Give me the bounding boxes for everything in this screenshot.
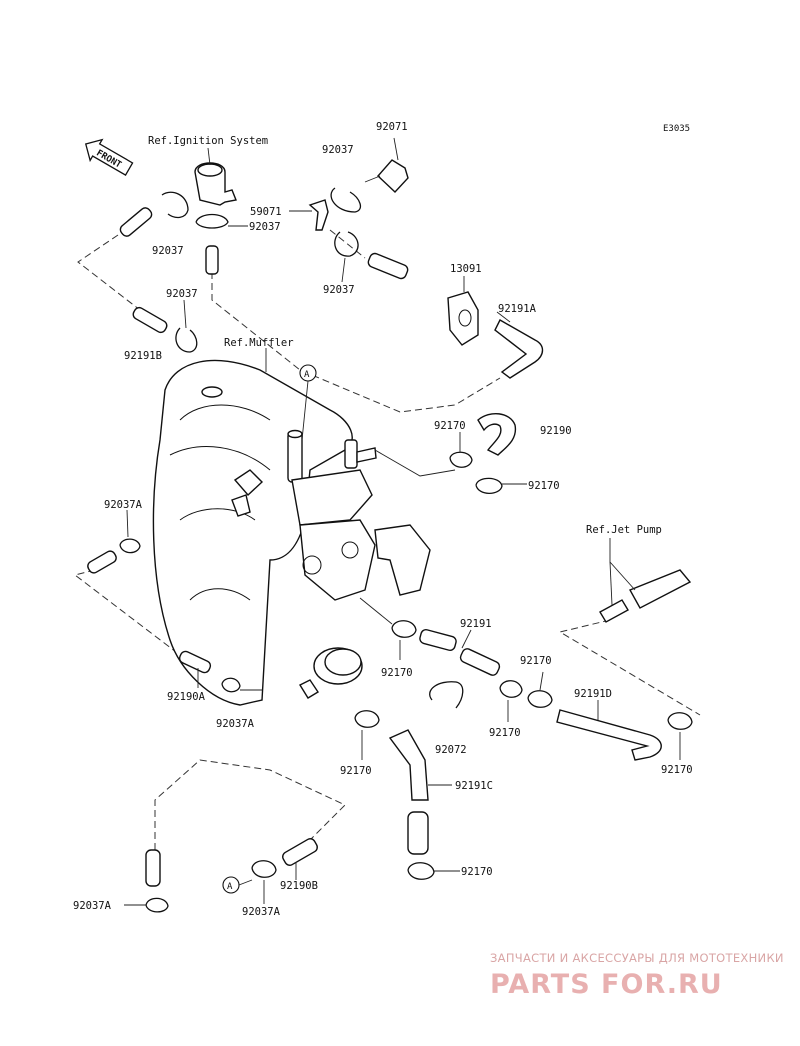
clamp-92037A-b: [221, 677, 241, 693]
hose-92190B: [282, 838, 318, 866]
clamp-92170-b: [475, 477, 503, 495]
jet-pump-fitting: [599, 538, 692, 623]
marker-a-top: A: [299, 364, 317, 441]
clamp-92037-mid: [334, 231, 359, 257]
part-label-92037-b: 92037: [166, 288, 198, 300]
clamp-92170-h: [407, 862, 435, 880]
hose-92190A: [178, 650, 212, 674]
clamp-92037-b: [175, 327, 198, 353]
hose-92191: [419, 629, 501, 676]
hose-upper-right: [367, 252, 409, 280]
part-label-92190: 92190: [540, 425, 572, 437]
part-label-92037A-c: 92037A: [73, 900, 112, 912]
part-label-92170-e: 92170: [489, 727, 521, 739]
part-label-92190A: 92190A: [167, 691, 206, 703]
part-label-92170-d: 92170: [520, 655, 552, 667]
hose-left-mid: [87, 550, 117, 574]
part-label-92191: 92191: [460, 618, 492, 630]
part-label-92037-top: 92037: [322, 144, 354, 156]
hose-short-vertical: [205, 245, 219, 275]
part-label-92191D: 92191D: [574, 688, 612, 700]
part-label-13091: 13091: [450, 263, 482, 275]
part-label-92170-f: 92170: [661, 764, 693, 776]
ref-ignition-system: Ref.Ignition System: [148, 135, 268, 147]
ref-jet-pump: Ref.Jet Pump: [586, 524, 662, 536]
part-label-92037-left: 92037: [152, 245, 184, 257]
watermark-tagline: ЗАПЧАСТИ И АКСЕССУАРЫ ДЛЯ МОТОТЕХНИКИ: [490, 951, 784, 965]
clamp-92170-a: [449, 451, 473, 468]
front-arrow-icon: FRONT: [84, 138, 134, 176]
hose-92191C: [388, 729, 429, 801]
part-label-92191B: 92191B: [124, 350, 162, 362]
hose-92191A: [494, 319, 544, 379]
part-label-92037A-d: 92037A: [242, 906, 281, 918]
diagram-code: E3035: [663, 124, 690, 134]
svg-text:A: A: [304, 370, 310, 380]
clamp-92170-e: [527, 690, 553, 708]
part-label-92037A-b: 92037A: [216, 718, 255, 730]
clamp-92170-c: [391, 620, 417, 638]
clamp-92037A-c: [145, 897, 169, 913]
ref-muffler: Ref.Muffler: [224, 337, 294, 349]
clamp-92170-g: [354, 710, 380, 728]
dash-line-center: [211, 272, 501, 413]
part-label-92170-h: 92170: [461, 866, 493, 878]
part-label-92191A: 92191A: [498, 303, 537, 315]
clamp-92037A-d: [251, 860, 277, 878]
hose-bottom-left: [145, 849, 161, 887]
leader-hose-route: [374, 449, 456, 477]
part-label-92037-right: 92037: [323, 284, 355, 296]
clamp-92037-top: [330, 187, 362, 213]
part-label-92170-c: 92170: [381, 667, 413, 679]
hose-left-top: [119, 207, 153, 237]
dash-line-left-top: [77, 234, 141, 311]
leader-center: [359, 597, 393, 625]
fitting-92071: [364, 137, 409, 193]
dash-line-left-mid: [73, 569, 181, 656]
engine-muffler-body: [152, 359, 431, 706]
part-label-92191C: 92191C: [455, 780, 493, 792]
clamp-92037-ignition: [195, 213, 229, 229]
fitting-59071: [308, 199, 329, 231]
part-label-92170-b: 92170: [528, 480, 560, 492]
part-label-92071: 92071: [376, 121, 408, 133]
hose-lower-vertical: [407, 811, 429, 855]
hose-92191B: [132, 306, 168, 334]
dash-line-upper-right: [329, 229, 366, 259]
part-label-92037A-a: 92037A: [104, 499, 143, 511]
clamp-92037A-a: [119, 538, 141, 554]
marker-a-bottom: A: [222, 876, 253, 894]
part-label-92170-g: 92170: [340, 765, 372, 777]
part-label-92190B: 92190B: [280, 880, 318, 892]
ignition-fitting: [194, 147, 237, 206]
ring-92072: [429, 681, 464, 709]
hose-92190: [477, 413, 517, 456]
part-label-59071: 59071: [250, 206, 282, 218]
part-13091-block: [447, 276, 479, 346]
part-label-92037-mid: 92037: [249, 221, 281, 233]
dash-line-jetpump: [558, 619, 701, 716]
dash-line-bottom: [154, 759, 346, 850]
part-label-92170-a: 92170: [434, 420, 466, 432]
clamp-92170-d: [499, 680, 523, 698]
clamp-92170-f: [667, 712, 693, 730]
watermark-brand: PARTS FOR.RU: [490, 969, 723, 1000]
part-label-92072: 92072: [435, 744, 467, 756]
hose-92191D: [556, 709, 662, 761]
svg-text:A: A: [227, 882, 233, 892]
clamp-92037-left-top: [161, 191, 189, 219]
